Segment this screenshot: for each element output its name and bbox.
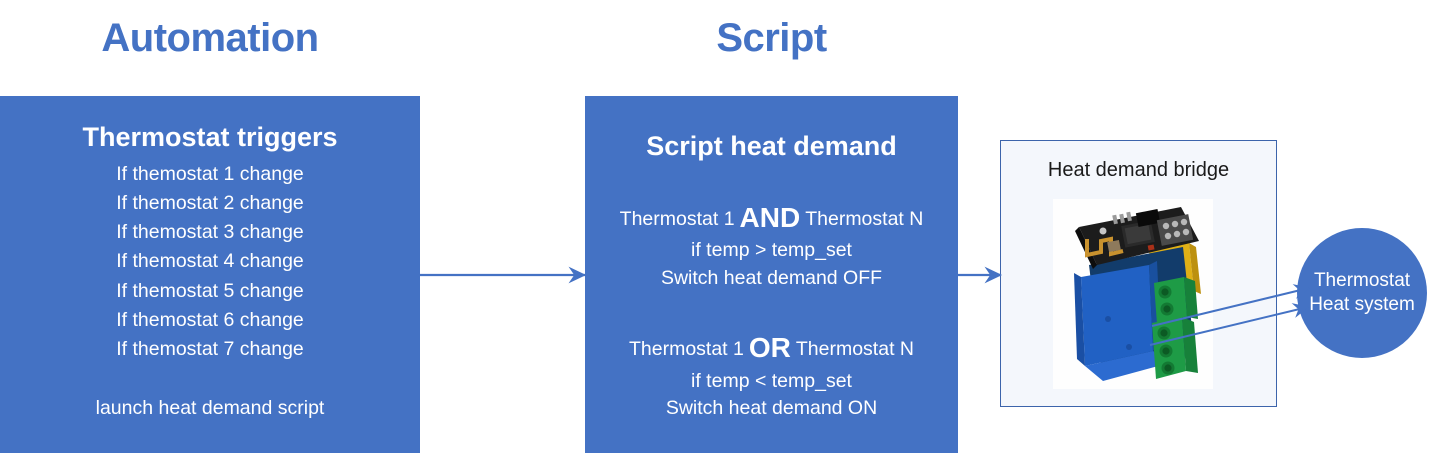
clause-or-operator: OR <box>748 331 791 363</box>
heat-system-node: Thermostat Heat system <box>1297 228 1427 358</box>
automation-box-heading: Thermostat triggers <box>82 122 338 152</box>
heat-system-line-1: Thermostat <box>1313 270 1411 292</box>
section-title-script: Script <box>716 16 827 60</box>
heat-demand-bridge-panel: Heat demand bridge <box>1000 140 1277 407</box>
clause-and-action: Switch heat demand OFF <box>660 267 883 290</box>
list-item: If themostat 5 change <box>116 279 304 302</box>
clause-or-condition: if temp < temp_set <box>691 369 852 392</box>
list-item: If themostat 3 change <box>116 221 304 244</box>
list-item: If themostat 7 change <box>116 338 304 361</box>
heat-system-line-2: Heat system <box>1309 294 1415 315</box>
section-title-automation: Automation <box>101 16 319 60</box>
clause-and-right-operand: Thermostat N <box>805 207 924 230</box>
clause-or-left-operand: Thermostat 1 <box>628 337 744 360</box>
trigger-list: If themostat 1 change If themostat 2 cha… <box>0 160 420 365</box>
list-item: If themostat 4 change <box>116 250 304 273</box>
clause-and-condition: if temp > temp_set <box>691 239 852 262</box>
list-item: If themostat 6 change <box>116 308 304 331</box>
esp8266-relay-module-photo <box>1053 199 1213 389</box>
script-box-heading: Script heat demand <box>646 131 897 161</box>
automation-action-line: launch heat demand script <box>95 397 325 420</box>
clause-and-operator: AND <box>739 201 801 233</box>
heat-demand-bridge-label: Heat demand bridge <box>1047 159 1230 181</box>
clause-or-action: Switch heat demand ON <box>665 397 878 420</box>
automation-box: Thermostat triggers If themostat 1 chang… <box>0 96 420 453</box>
clause-and-left-operand: Thermostat 1 <box>619 207 735 230</box>
list-item: If themostat 1 change <box>116 162 304 185</box>
list-item: If themostat 2 change <box>116 191 304 214</box>
clause-or-right-operand: Thermostat N <box>795 337 914 360</box>
